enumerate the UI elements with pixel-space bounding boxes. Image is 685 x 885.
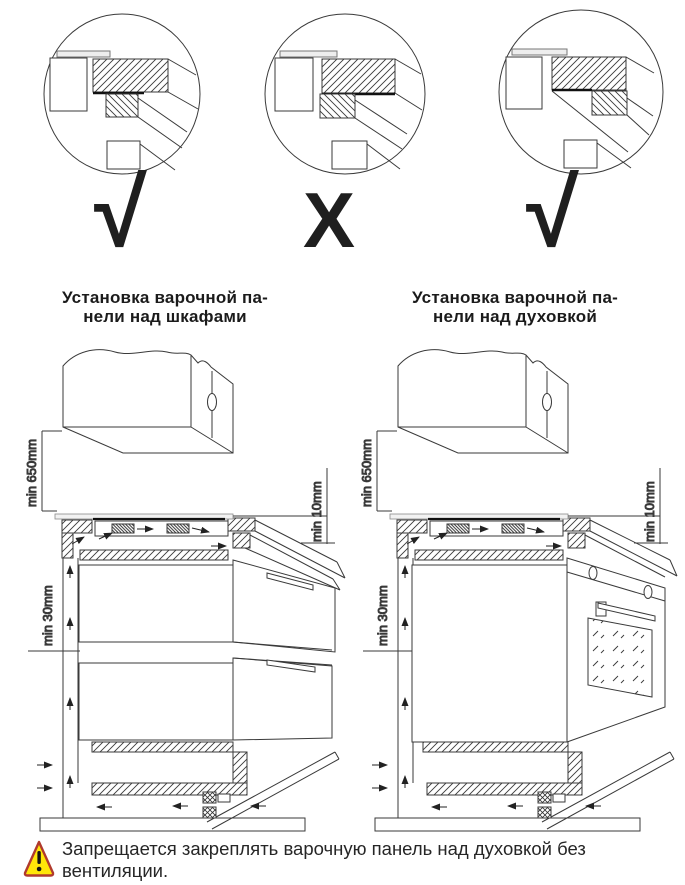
countertop-cross-section <box>49 50 199 171</box>
lower-drawer-box <box>78 662 234 741</box>
dimension-30mm: min 30mm <box>363 585 415 652</box>
hob-glass-lip <box>511 48 568 56</box>
seal-detail-circle-incorrect <box>264 13 426 175</box>
rear-vent-channel <box>397 558 414 818</box>
seal-strip <box>105 93 139 118</box>
oven-door-glass <box>587 617 653 698</box>
oven-vent-slot <box>588 566 598 580</box>
seal-detail-circle-correct-1 <box>43 13 201 175</box>
warning-triangle-icon <box>23 840 55 877</box>
dim-10-label: min 10mm <box>642 481 657 542</box>
drawer-unit <box>78 559 336 741</box>
dimension-10mm: min 10mm <box>301 468 335 544</box>
hob-vent-grille <box>501 523 525 534</box>
hob-in-countertop <box>389 513 678 578</box>
diagram-hob-above-cabinets: min 650mm min 10mm <box>24 349 346 832</box>
seal-strip <box>319 93 356 119</box>
oven-unit <box>411 557 666 743</box>
heading-right-line2: нели над духовкой <box>433 306 597 326</box>
hob-glass-lip <box>279 50 338 58</box>
verdict-check-2: √ <box>526 160 579 267</box>
heading-left: Установка варочной па- нели над шкафами <box>10 288 320 326</box>
dimension-10mm: min 10mm <box>634 468 668 544</box>
seal-detail-circle-correct-2 <box>498 9 664 175</box>
dim-650-label: min 650mm <box>359 439 374 507</box>
warning-text: Запрещается закреплять варочную панель н… <box>62 838 586 881</box>
cabinet-handle <box>207 393 217 411</box>
warning-text-line1: Запрещается закреплять варочную панель н… <box>62 838 586 859</box>
floor <box>39 817 306 832</box>
warning-text-line2: вентиляции. <box>62 859 169 881</box>
heading-right: Установка варочной па- нели над духовкой <box>352 288 678 326</box>
adjustable-foot <box>537 806 552 819</box>
hob-in-countertop <box>54 513 346 591</box>
dimension-650mm: min 650mm <box>359 430 397 512</box>
drawer-handle <box>266 659 316 673</box>
rear-vent-channel <box>62 558 79 818</box>
adjustable-foot <box>202 791 217 804</box>
oven-door-handle <box>597 602 656 622</box>
airflow-arrows-bottom <box>37 761 266 811</box>
lower-drawer-front <box>232 657 333 741</box>
floor <box>374 817 641 832</box>
verdict-cross: X <box>303 176 356 264</box>
plinth-and-floor <box>372 741 675 832</box>
airflow-arrows <box>406 525 562 550</box>
cabinet-handle <box>542 393 552 411</box>
airflow-arrows <box>71 525 227 550</box>
diagram-hob-above-oven: min 650mm min 10mm <box>359 349 678 832</box>
oven-body <box>411 564 568 743</box>
dim-30-label: min 30mm <box>40 585 55 646</box>
countertop-cross-section <box>505 48 655 169</box>
hob-vent-grille <box>111 523 135 534</box>
hob-vent-grille <box>166 523 190 534</box>
dimension-30mm: min 30mm <box>28 585 80 652</box>
upper-drawer-box <box>78 564 234 643</box>
heading-left-line2: нели над шкафами <box>83 306 247 326</box>
verdict-check-1: √ <box>94 160 147 267</box>
adjustable-foot <box>537 791 552 804</box>
warning-note: Запрещается закреплять варочную панель н… <box>22 838 678 881</box>
heading-right-line1: Установка варочной па- <box>411 288 619 307</box>
drawer-handle <box>266 572 314 591</box>
hob-vent-grille <box>446 523 470 534</box>
dim-650-label: min 650mm <box>24 439 39 507</box>
plinth-and-floor <box>37 741 340 832</box>
upper-drawer-front <box>232 559 336 653</box>
hob-glass-lip <box>56 50 111 58</box>
seal-strip <box>591 90 628 116</box>
wall-cabinet <box>397 349 569 454</box>
countertop-cross-section <box>274 50 423 170</box>
wall-cabinet <box>62 349 234 454</box>
adjustable-foot <box>202 806 217 819</box>
airflow-arrows-bottom <box>372 761 601 811</box>
dim-10-label: min 10mm <box>309 481 324 542</box>
heading-left-line1: Установка варочной па- <box>61 288 269 307</box>
dim-30-label: min 30mm <box>375 585 390 646</box>
dimension-650mm: min 650mm <box>24 430 62 512</box>
oven-vent-slot <box>643 585 653 599</box>
